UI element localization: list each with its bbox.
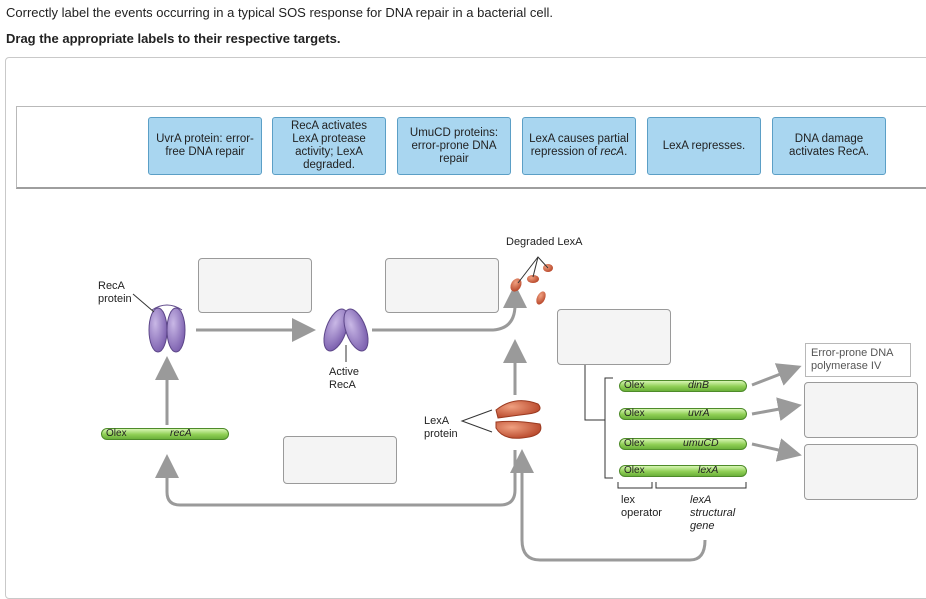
operator-olex-lexa: Olex — [624, 465, 645, 476]
lexa-gene-label: lexA — [698, 464, 719, 476]
drop-target-4[interactable] — [283, 436, 397, 484]
umucd-gene — [619, 438, 747, 450]
error-prone-polymerase-label: Error-prone DNA polymerase IV — [805, 343, 911, 377]
operator-olex-reca: Olex — [106, 428, 127, 439]
label-uvra-error-free[interactable]: UvrA protein: error-free DNA repair — [148, 117, 262, 175]
drop-target-6[interactable] — [804, 444, 918, 500]
active-reca-label: Active RecA — [329, 366, 359, 391]
uvra-gene — [619, 408, 747, 420]
lexa-protein-label: LexA protein — [424, 415, 458, 440]
lexa-protein-icon — [495, 400, 542, 439]
label-dna-damage-activates-reca[interactable]: DNA damage activates RecA. — [772, 117, 886, 175]
lex-operator-label: lex operator — [621, 494, 662, 519]
operator-olex-umucd: Olex — [624, 438, 645, 449]
reca-protein-label: RecA protein — [98, 280, 132, 305]
umucd-gene-label: umuCD — [683, 437, 719, 449]
degraded-lexa-label: Degraded LexA — [506, 236, 583, 248]
drop-target-1[interactable] — [198, 258, 312, 313]
label-lexa-represses[interactable]: LexA represses. — [647, 117, 761, 175]
reca-protein-icon — [148, 304, 186, 353]
operator-olex-dinb: Olex — [624, 380, 645, 391]
dinb-gene — [619, 380, 747, 392]
lexa-gene — [619, 465, 747, 477]
label-lexa-partial-repression[interactable]: LexA causes partial repression of recA. — [522, 117, 636, 175]
drop-target-5[interactable] — [804, 382, 918, 438]
reca-gene-label: recA — [170, 427, 192, 439]
drag-instruction: Drag the appropriate labels to their res… — [6, 31, 341, 46]
label-umucd-error-prone[interactable]: UmuCD proteins: error-prone DNA repair — [397, 117, 511, 175]
instruction-text: Correctly label the events occurring in … — [6, 5, 553, 20]
active-reca-icon — [323, 308, 369, 352]
label-reca-activates-lexa[interactable]: RecA activates LexA protease activity; L… — [272, 117, 386, 175]
drop-target-3[interactable] — [557, 309, 671, 365]
dinb-gene-label: dinB — [688, 379, 710, 391]
pathway-diagram — [132, 256, 802, 562]
drop-target-2[interactable] — [385, 258, 499, 313]
reca-gene — [101, 428, 229, 440]
lexa-structural-gene-label: lexA structural gene — [690, 494, 736, 532]
uvra-gene-label: uvrA — [688, 407, 710, 419]
operator-olex-uvra: Olex — [624, 408, 645, 419]
